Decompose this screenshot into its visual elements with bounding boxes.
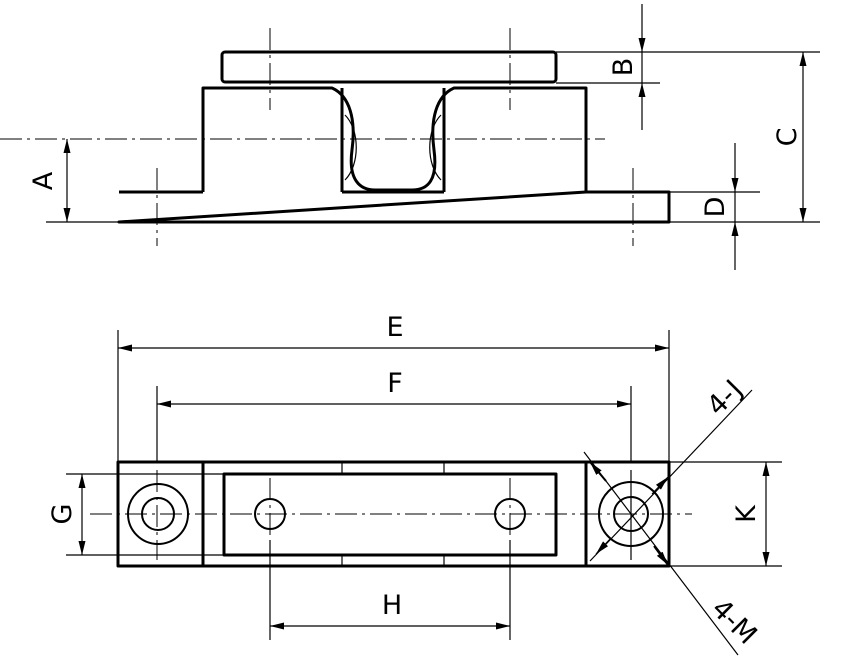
leader-4-m: 4-M bbox=[583, 451, 763, 656]
dimension-g: G bbox=[47, 473, 224, 556]
dimension-b: B bbox=[556, 4, 820, 130]
dimension-k: K bbox=[669, 461, 782, 567]
label-c: C bbox=[772, 128, 803, 147]
label-e: E bbox=[386, 312, 403, 343]
base-plate bbox=[117, 190, 671, 224]
leader-4-j: 4-J bbox=[589, 374, 753, 562]
top-view bbox=[90, 460, 692, 568]
plate-hole-left bbox=[254, 498, 286, 530]
label-g: G bbox=[47, 504, 78, 525]
label-a: A bbox=[28, 171, 59, 190]
dimension-e: E bbox=[117, 312, 670, 462]
label-h: H bbox=[382, 590, 402, 621]
mount-hole-left bbox=[127, 483, 189, 545]
label-b: B bbox=[608, 58, 639, 77]
dimension-h: H bbox=[269, 540, 511, 640]
plate-hole-right bbox=[494, 498, 526, 530]
label-k: K bbox=[731, 504, 762, 523]
dimension-c: C bbox=[772, 52, 807, 222]
dimension-a: A bbox=[28, 139, 119, 223]
dimension-d: D bbox=[669, 143, 820, 270]
label-4-m: 4-M bbox=[705, 593, 762, 650]
label-d: D bbox=[700, 197, 731, 218]
top-plate bbox=[220, 50, 558, 84]
dimension-f: F bbox=[156, 368, 632, 462]
front-view bbox=[0, 28, 671, 246]
body-blocks bbox=[201, 86, 588, 192]
label-f: F bbox=[387, 368, 403, 399]
label-4-j: 4-J bbox=[701, 374, 749, 422]
